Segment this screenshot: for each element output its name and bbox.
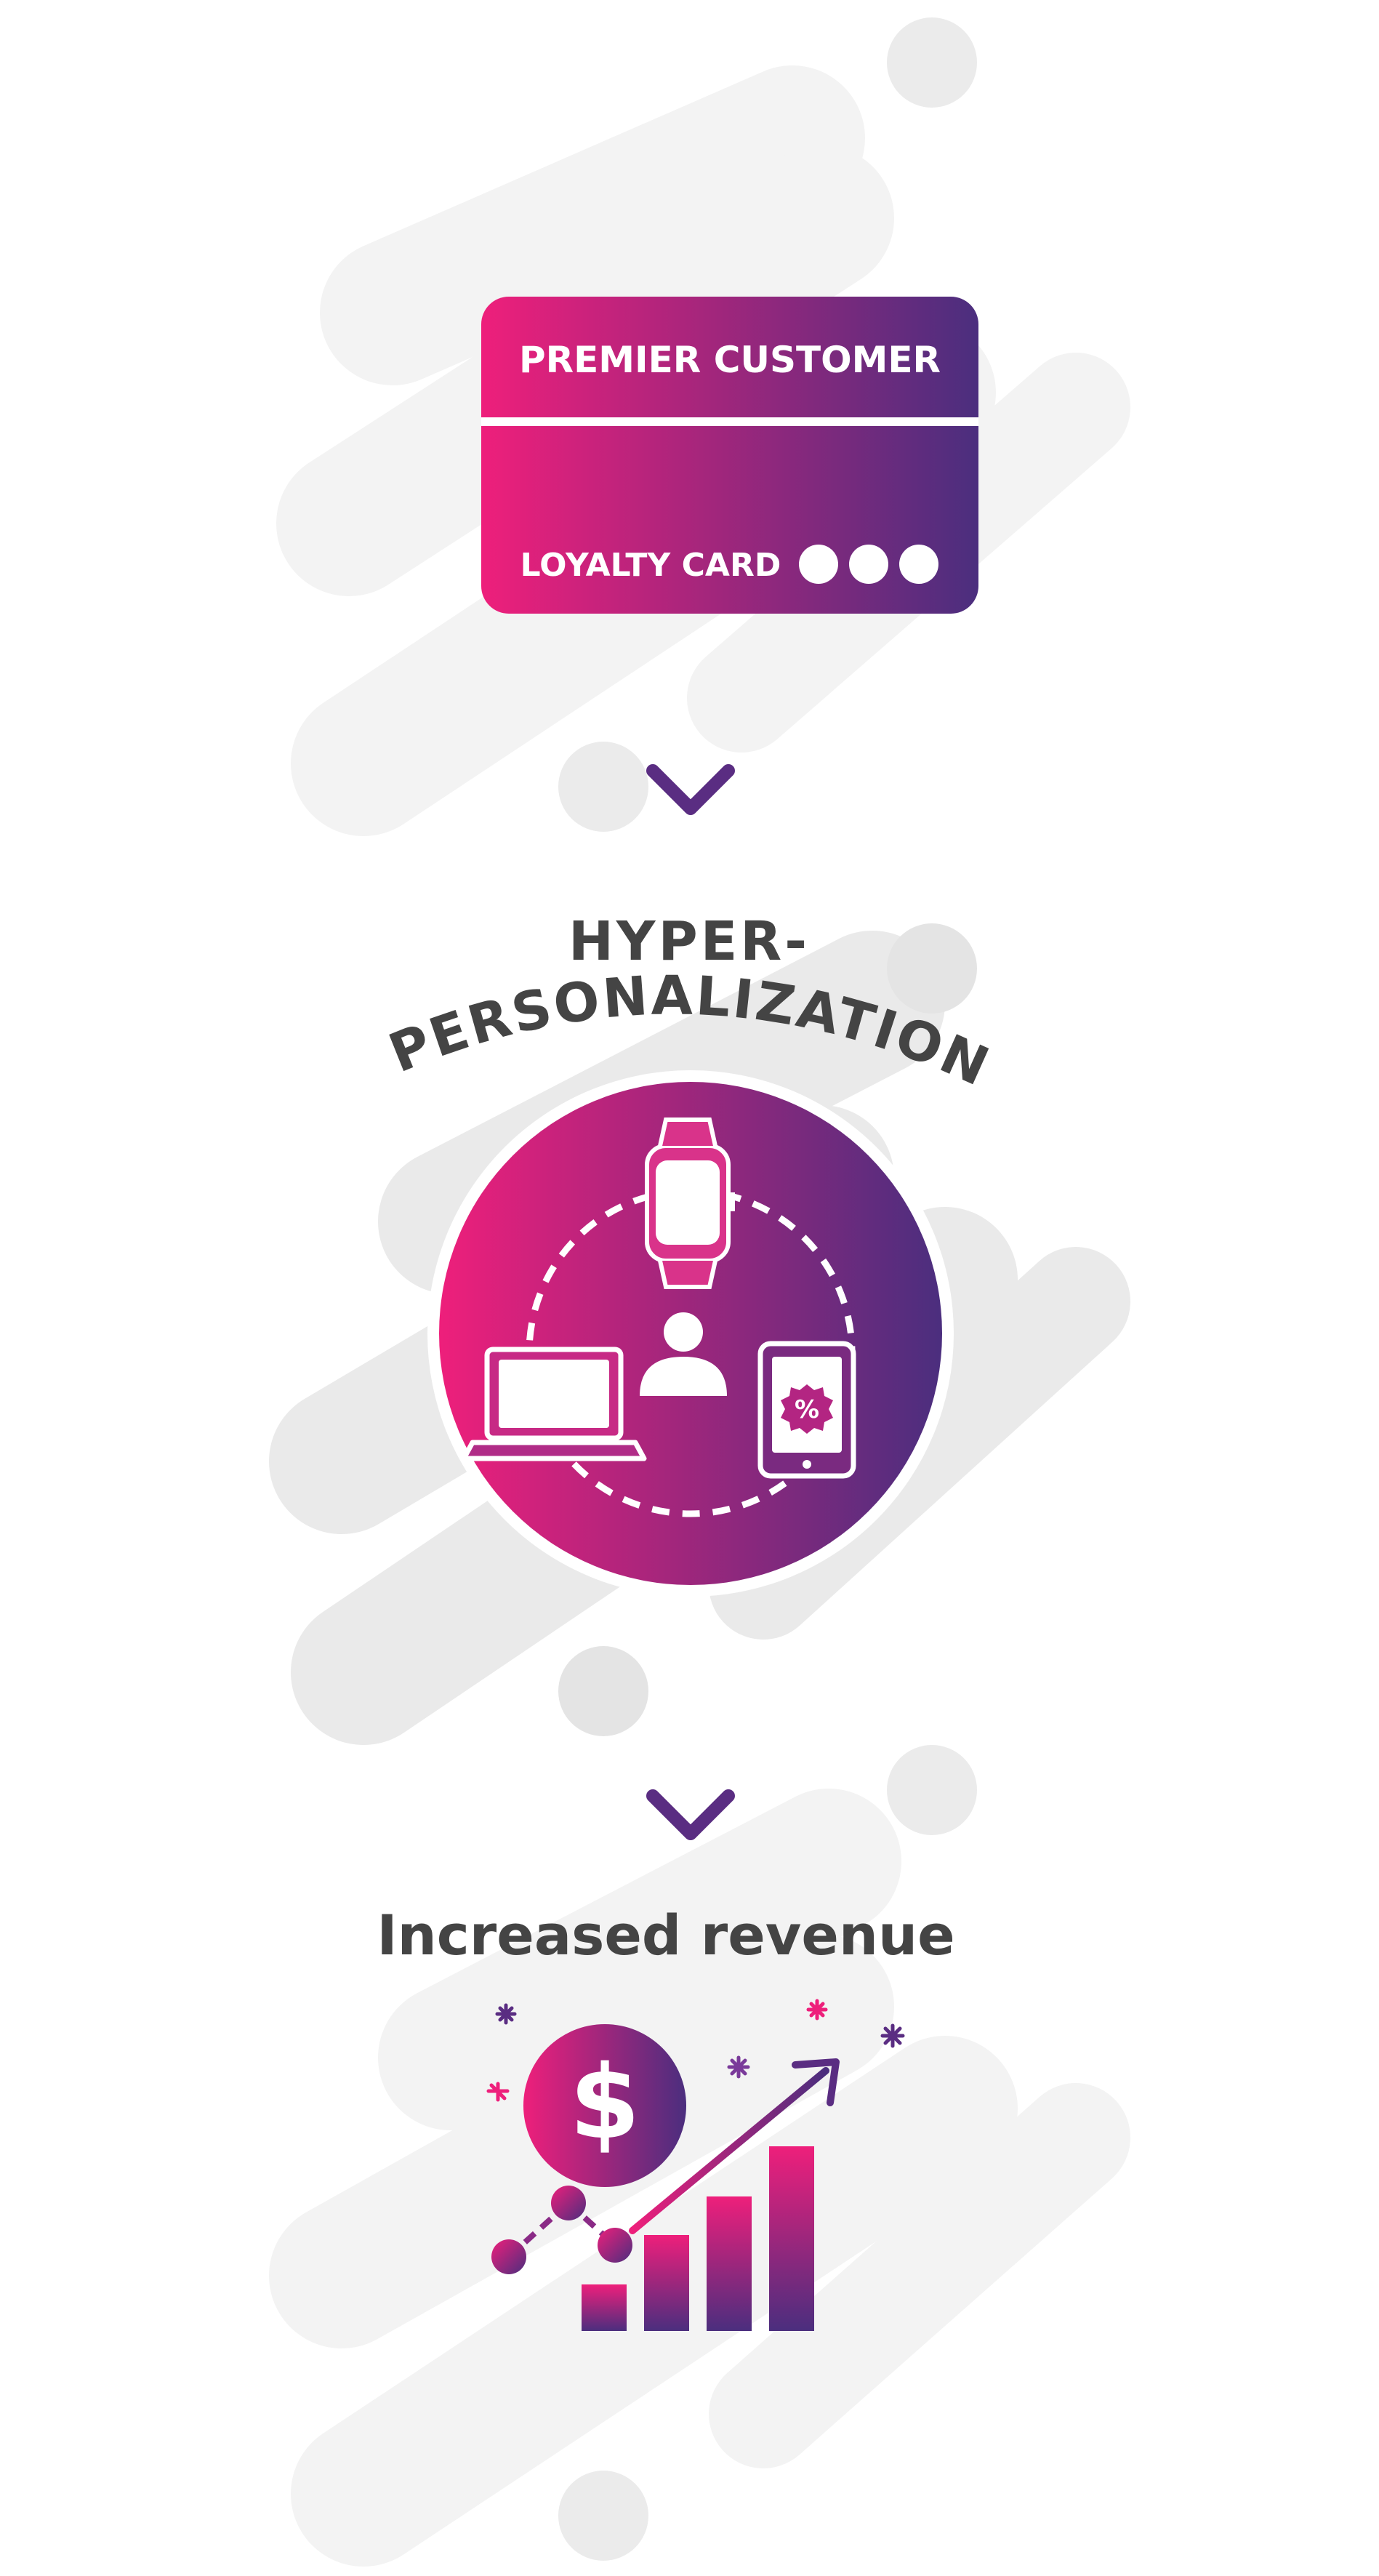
revenue-growth-icon: $ — [486, 1999, 905, 2342]
laptop-icon — [461, 1347, 647, 1461]
revenue-bar — [769, 2146, 814, 2331]
discount-badge-icon: % — [781, 1384, 833, 1434]
revenue-bars — [582, 2146, 814, 2331]
trend-point — [551, 2186, 586, 2220]
user-icon — [640, 1312, 727, 1396]
personalization-circle: % — [427, 1070, 954, 1597]
loyalty-card-dot — [899, 545, 938, 584]
loyalty-card-stripe — [481, 417, 978, 426]
loyalty-card-top-label: PREMIER CUSTOMER — [519, 339, 941, 381]
title-line-hyper: HYPER- — [568, 910, 810, 973]
arrow-down-icon — [646, 699, 735, 815]
sparkle-icon — [486, 1999, 905, 2102]
revenue-bar — [582, 2284, 627, 2331]
dollar-coin-icon: $ — [523, 2024, 686, 2187]
arrow-down-icon — [646, 1724, 735, 1840]
increased-revenue-title: Increased revenue — [377, 1903, 954, 1967]
trend-point — [491, 2239, 526, 2274]
trend-line — [491, 2058, 840, 2274]
dollar-sign: $ — [569, 2044, 640, 2162]
background-blob-group-3 — [269, 1745, 1130, 2567]
revenue-bar — [707, 2196, 752, 2331]
tablet-icon: % — [757, 1341, 856, 1479]
loyalty-card-bottom-label: LOYALTY CARD — [520, 547, 781, 584]
arrow-up-right-icon — [792, 2058, 840, 2106]
discount-badge-label: % — [795, 1395, 819, 1424]
smartwatch-icon — [645, 1118, 735, 1289]
loyalty-card: PREMIER CUSTOMER LOYALTY CARD — [481, 297, 978, 614]
revenue-bar — [644, 2235, 689, 2331]
loyalty-card-dot — [849, 545, 888, 584]
loyalty-card-dot — [799, 545, 838, 584]
trend-point — [598, 2228, 632, 2263]
loyalty-card-body — [481, 297, 978, 614]
